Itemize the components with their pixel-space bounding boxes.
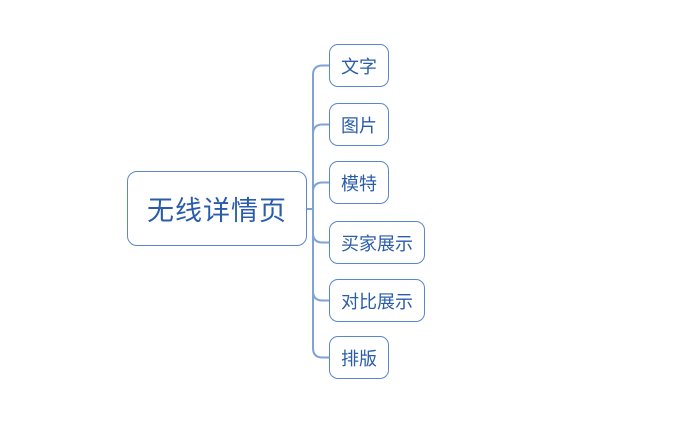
branch-line-0 <box>312 64 330 210</box>
child-node-label: 对比展示 <box>341 291 413 312</box>
child-node-label: 模特 <box>341 173 377 194</box>
child-node-layout[interactable]: 排版 <box>329 336 389 379</box>
child-node-buyer-show[interactable]: 买家展示 <box>329 221 425 264</box>
root-node[interactable]: 无线详情页 <box>127 171 307 246</box>
child-node-comparison-show[interactable]: 对比展示 <box>329 279 425 322</box>
branch-line-3 <box>312 208 330 244</box>
child-node-text[interactable]: 文字 <box>329 44 389 87</box>
branch-line-2 <box>312 181 330 210</box>
child-node-label: 图片 <box>341 115 377 136</box>
branch-line-1 <box>312 123 330 210</box>
child-node-model[interactable]: 模特 <box>329 161 389 204</box>
root-node-label: 无线详情页 <box>147 196 287 226</box>
branch-line-4 <box>312 208 330 302</box>
child-node-image[interactable]: 图片 <box>329 103 389 146</box>
branch-line-5 <box>312 208 330 359</box>
child-node-label: 买家展示 <box>341 233 413 254</box>
child-node-label: 文字 <box>341 56 377 77</box>
child-node-label: 排版 <box>341 348 377 369</box>
